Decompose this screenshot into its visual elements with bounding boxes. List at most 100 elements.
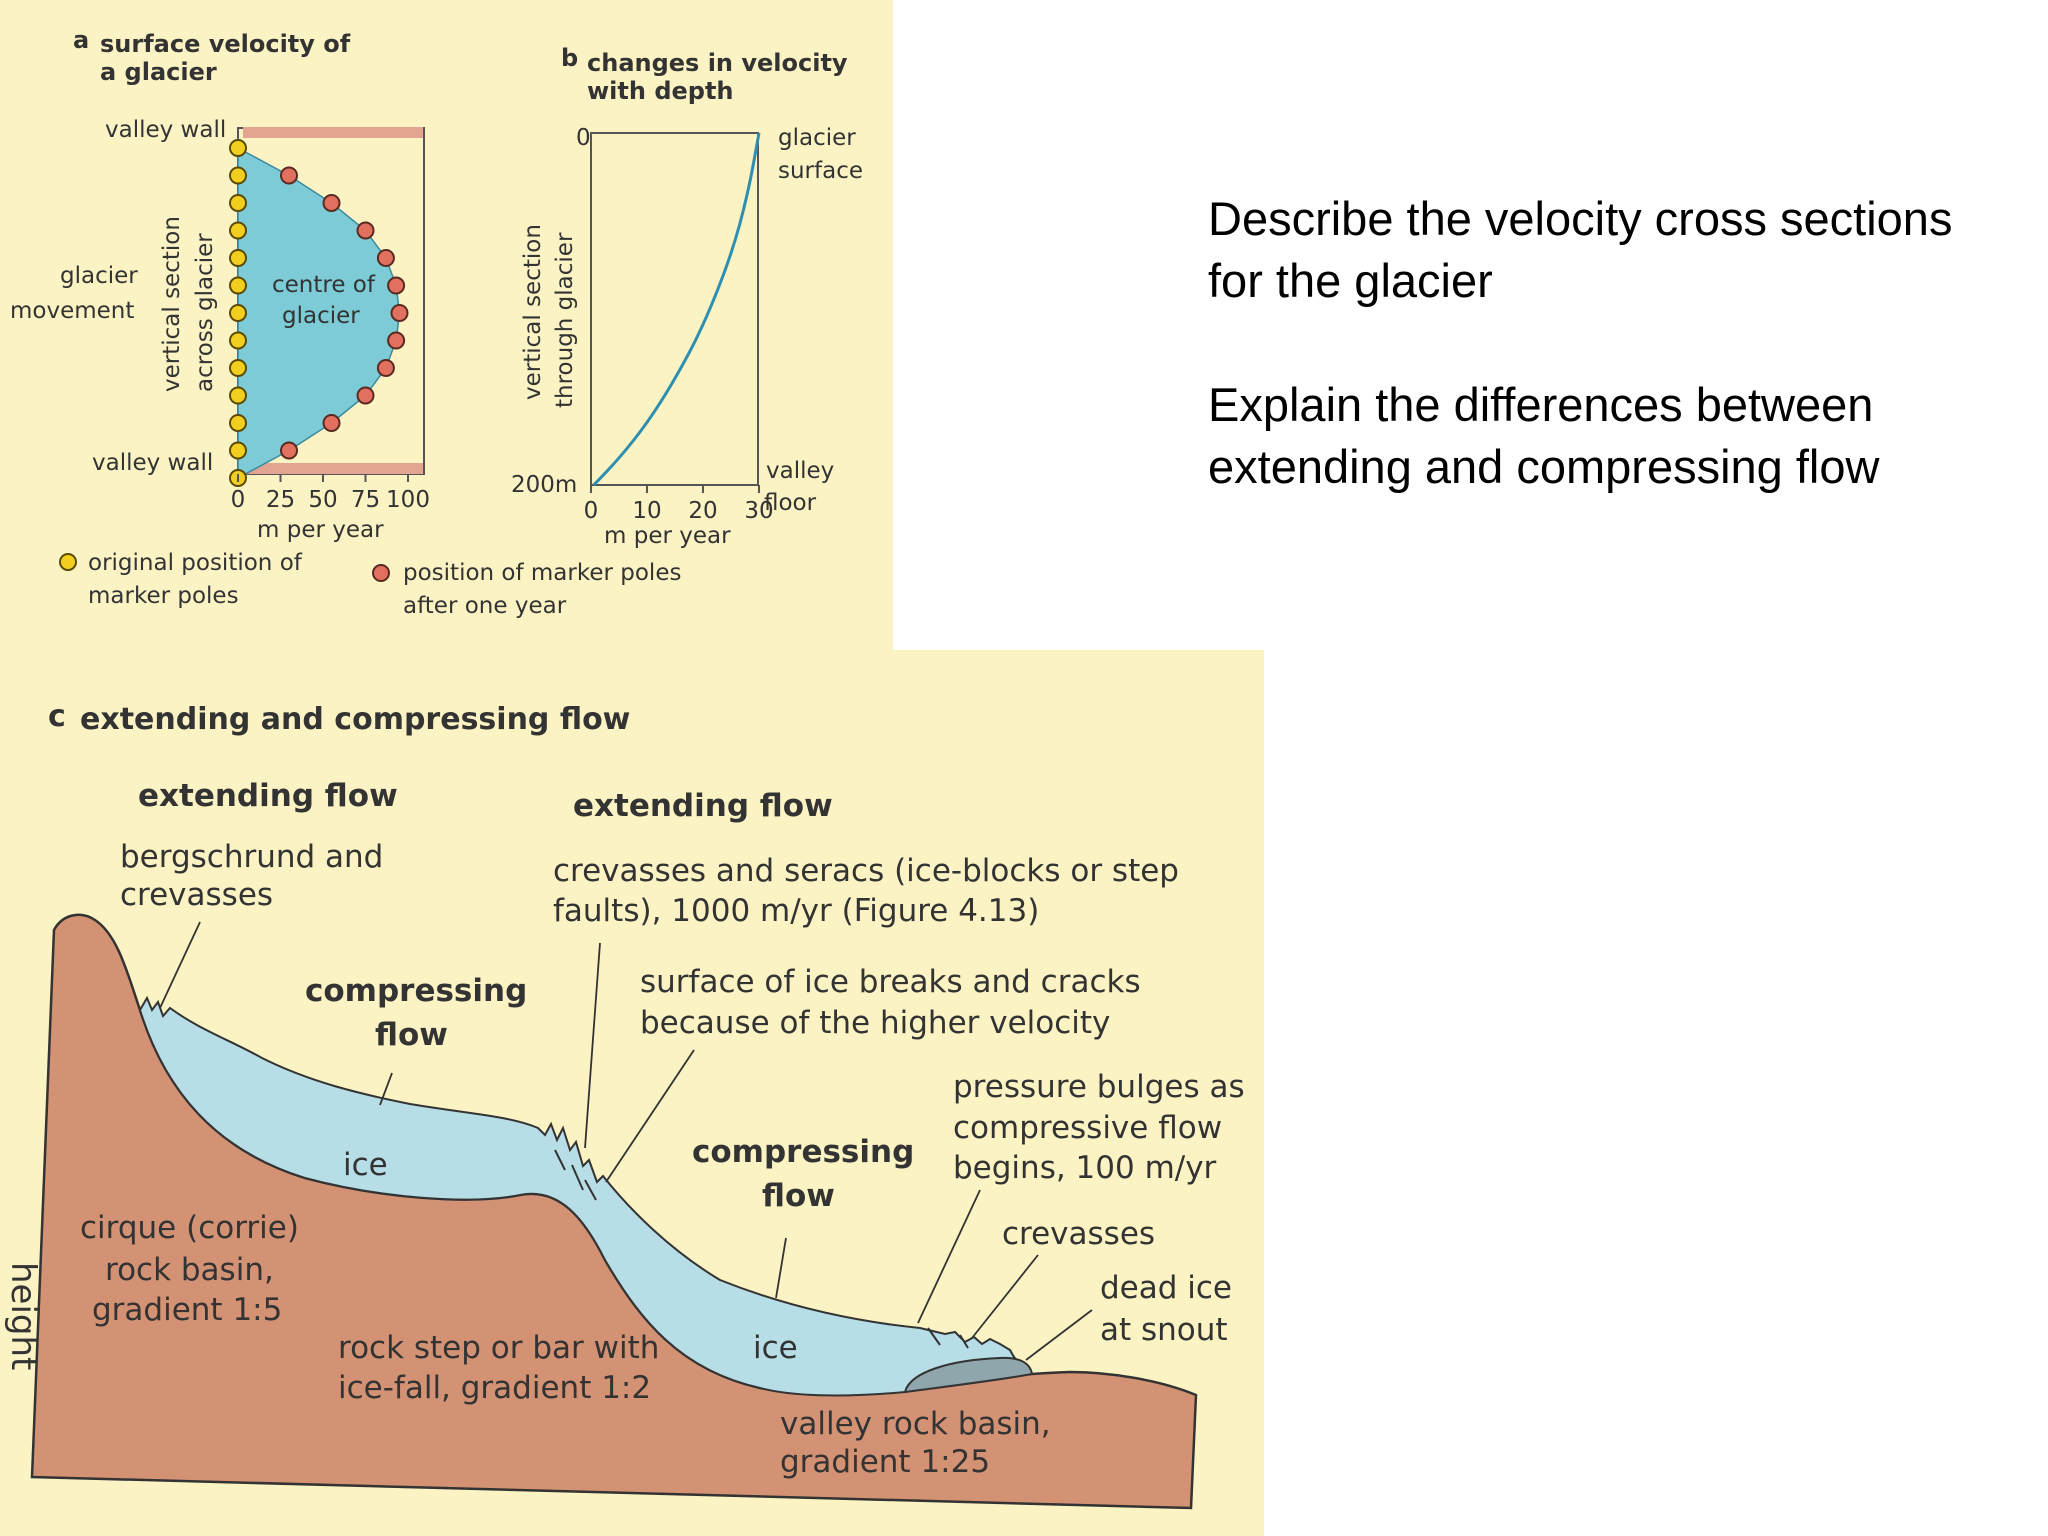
legend-after-marker-icon [372, 564, 390, 582]
marker-pole-after-one-year [280, 166, 298, 185]
panel-ab-background [0, 0, 893, 650]
dead-ice-line2: at snout [1100, 1312, 1228, 1348]
centre-of-glacier-line1: centre of [272, 272, 376, 298]
extending-flow-2-title: extending flow [573, 788, 833, 824]
marker-pole-after-one-year [322, 194, 341, 212]
dead-ice [903, 1356, 1034, 1394]
panel-a-letter: a [73, 26, 89, 54]
surface-breaks-line2: because of the higher velocity [640, 1005, 1110, 1041]
compressing-flow-1-line1: compressing [305, 973, 527, 1009]
legend-original-line1: original position of [88, 550, 303, 576]
valley-floor-line2: floor [764, 490, 817, 516]
panel-b-title-line1: changes in velocity [587, 49, 848, 77]
glacier-movement-label-line2: movement [10, 298, 134, 324]
panel-a: a surface velocity of a glacier valley w… [10, 26, 681, 619]
marker-pole-after-one-year [322, 414, 341, 432]
surface-breaks-line1: surface of ice breaks and cracks [640, 964, 1141, 1000]
panel-a-x-tick-label: 100 [386, 487, 430, 513]
cirque-line3: gradient 1:5 [92, 1292, 282, 1328]
marker-pole-after-one-year [387, 276, 406, 295]
panel-b-y-bottom-tick: 200m [511, 472, 577, 498]
crevasses-label: crevasses [1002, 1216, 1155, 1252]
centre-of-glacier-line2: glacier [282, 303, 360, 329]
valley-wall-bottom-band [243, 463, 423, 474]
original-marker-pole [229, 386, 247, 405]
rock-step-line2: ice-fall, gradient 1:2 [338, 1370, 651, 1406]
rock-step-line1: rock step or bar with [338, 1330, 659, 1366]
panel-b-x-tick-label: 0 [584, 498, 599, 524]
panel-b-vertical-axis-line1: vertical section [520, 224, 546, 400]
original-marker-pole [229, 304, 247, 322]
panel-c-title: extending and compressing flow [80, 702, 630, 737]
marker-pole-after-one-year [387, 331, 406, 350]
original-marker-pole [229, 249, 247, 267]
panel-a-x-tick-label: 75 [351, 487, 380, 513]
legend-after-line2: after one year [403, 593, 567, 619]
original-marker-pole [229, 331, 247, 350]
panel-b-x-tick-label: 30 [744, 498, 773, 524]
original-marker-pole [229, 194, 247, 212]
panel-c: c extending and compressing flow extendi… [3, 699, 1245, 1510]
marker-pole-after-one-year [376, 249, 395, 267]
slide-text: Describe the velocity cross sections for… [1208, 188, 2008, 560]
original-marker-pole [229, 139, 247, 157]
extending-flow-2-line1: crevasses and seracs (ice-blocks or step [553, 853, 1179, 889]
height-side-label: height [3, 1262, 43, 1370]
valley-basin-line1: valley rock basin, [780, 1406, 1051, 1442]
original-marker-pole [229, 359, 247, 377]
panel-b-x-unit: m per year [604, 523, 731, 549]
pressure-bulges-line3: begins, 100 m/yr [953, 1150, 1217, 1186]
panel-a-title-line2: a glacier [100, 58, 217, 86]
slide-prompt-1: Describe the velocity cross sections for… [1208, 192, 1953, 307]
panel-c-letter: c [48, 699, 66, 734]
panel-b-frame [590, 132, 759, 486]
panel-b-vertical-axis-line2: through glacier [552, 232, 578, 408]
leader-lines [159, 921, 1093, 1361]
velocity-depth-curve [592, 132, 761, 487]
panel-b-letter: b [561, 44, 578, 72]
marker-pole-after-one-year [356, 386, 375, 405]
valley-wall-bottom-label: valley wall [92, 450, 213, 476]
cirque-line2: rock basin, [105, 1252, 274, 1288]
valley-wall-top-band [243, 127, 423, 138]
legend-original-line2: marker poles [88, 583, 239, 609]
cirque-line1: cirque (corrie) [80, 1210, 299, 1246]
panel-a-title-line1: surface velocity of [100, 30, 351, 58]
ice-label-2: ice [753, 1330, 798, 1366]
legend-after-line1: position of marker poles [403, 560, 681, 586]
compressing-flow-1-line2: flow [375, 1017, 448, 1053]
original-marker-pole [229, 166, 247, 185]
panel-a-x-tick-label: 25 [266, 487, 295, 513]
marker-pole-after-one-year [376, 359, 395, 377]
original-marker-pole [229, 276, 247, 295]
panel-a-x-tick-label: 50 [308, 487, 337, 513]
panel-b-x-tick-label: 20 [688, 498, 717, 524]
extending-flow-1-line2: crevasses [120, 877, 273, 913]
glacier-movement-label-line1: glacier [60, 263, 138, 289]
slide-prompt-2: Explain the differences between extendin… [1208, 378, 1880, 493]
marker-pole-after-one-year [390, 304, 409, 322]
valley-floor-line1: valley [766, 458, 834, 484]
marker-pole-after-one-year [280, 441, 298, 460]
compressing-flow-2-line2: flow [762, 1178, 835, 1214]
panel-a-x-tick-label: 0 [231, 487, 246, 513]
glacier-surface-line1: glacier [778, 125, 856, 151]
legend-original-marker-icon [59, 553, 77, 571]
panel-b-title-line2: with depth [587, 77, 734, 105]
glacier-surface-line2: surface [778, 158, 863, 184]
pressure-bulges-line2: compressive flow [953, 1110, 1222, 1146]
extending-flow-1-title: extending flow [138, 778, 398, 814]
extending-flow-2-line2: faults), 1000 m/yr (Figure 4.13) [553, 893, 1039, 929]
ice-label-1: ice [343, 1147, 388, 1183]
valley-basin-line2: gradient 1:25 [780, 1444, 990, 1480]
marker-pole-after-one-year [356, 221, 375, 240]
extending-flow-1-line1: bergschrund and [120, 839, 383, 875]
dead-ice-line1: dead ice [1100, 1270, 1232, 1306]
original-marker-pole [229, 414, 247, 432]
compressing-flow-2-line1: compressing [692, 1134, 914, 1170]
crevasse-marks [554, 1149, 969, 1349]
panel-a-vertical-axis-line2: across glacier [192, 233, 218, 392]
pressure-bulges-line1: pressure bulges as [953, 1069, 1245, 1105]
original-marker-pole [229, 221, 247, 240]
